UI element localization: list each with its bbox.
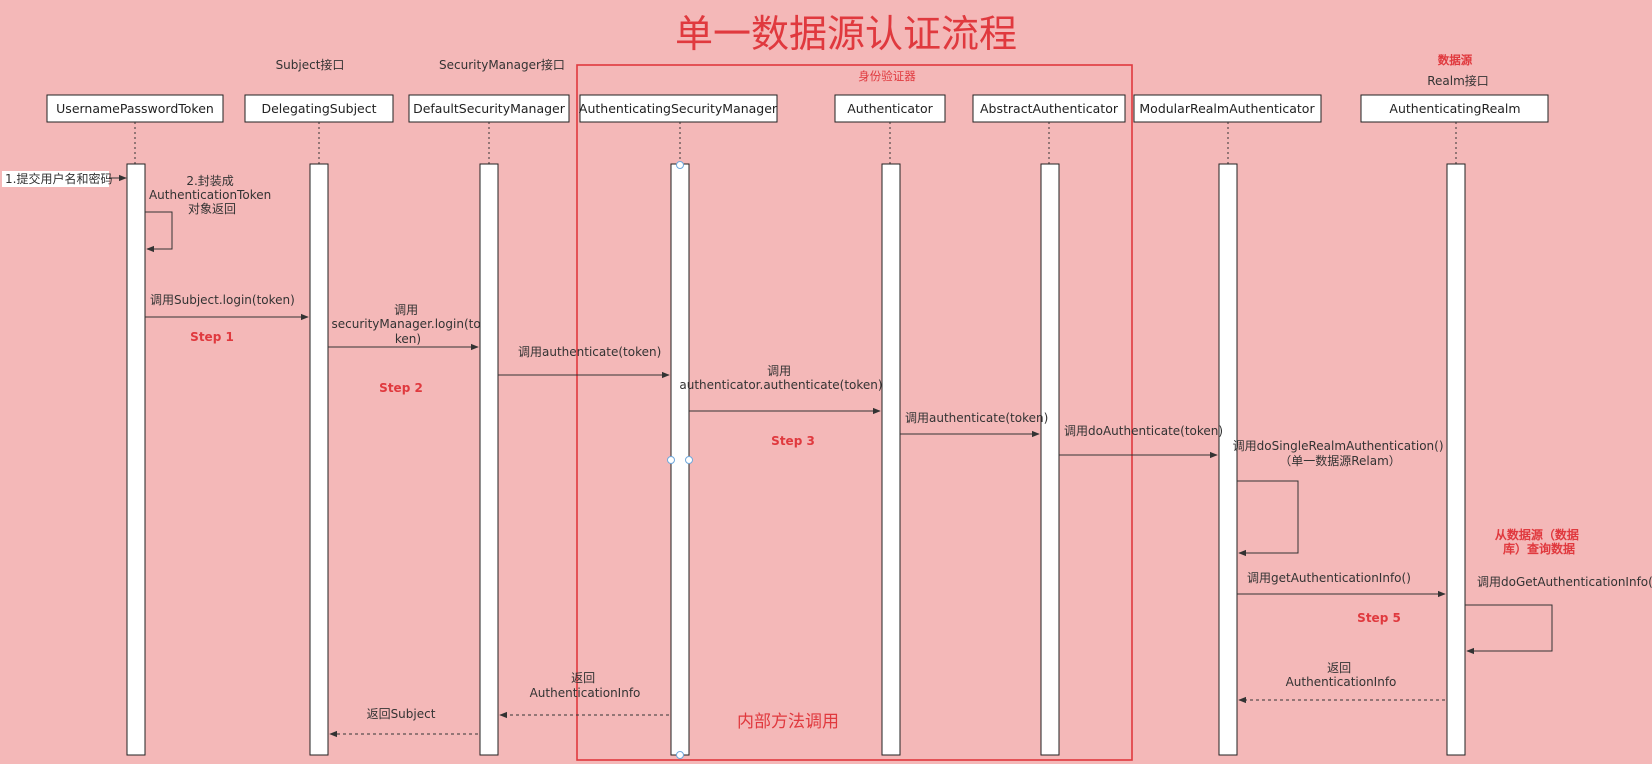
message-label: 返回Subject (367, 707, 436, 721)
stereotype-subject: Subject接口 (276, 57, 345, 72)
message-label: 调用 securityManager.login(to ken) (331, 303, 484, 346)
message-label: 调用authenticate(token) (905, 411, 1048, 425)
selection-handles (667, 161, 693, 759)
step-label: Step 1 (190, 330, 234, 344)
svg-text:AuthenticatingSecurityManager: AuthenticatingSecurityManager (579, 101, 778, 116)
participant-header: AuthenticatingSecurityManager (579, 94, 778, 123)
stereotype-realm: Realm接口 (1427, 73, 1489, 88)
note-label: 从数据源（数据 库）查询数据 (1495, 527, 1583, 556)
message-label: 返回 AuthenticationInfo (1286, 661, 1397, 689)
message-label: 调用Subject.login(token) (150, 293, 295, 307)
step-label: Step 3 (771, 434, 815, 448)
group-frame (576, 64, 1133, 761)
participant-header: DefaultSecurityManager (408, 94, 570, 123)
svg-text:AbstractAuthenticator: AbstractAuthenticator (980, 101, 1119, 116)
svg-text:AuthenticatingRealm: AuthenticatingRealm (1389, 101, 1520, 116)
message-label: 调用doSingleRealmAuthentication() （单一数据源Re… (1233, 439, 1448, 468)
participant-header: AuthenticatingRealm (1360, 94, 1549, 123)
svg-text:DefaultSecurityManager: DefaultSecurityManager (413, 101, 566, 116)
group-label: 身份验证器 (858, 69, 916, 83)
stereotype-security-manager: SecurityManager接口 (439, 57, 565, 72)
participant-header: AbstractAuthenticator (972, 94, 1126, 123)
message-label: 调用doAuthenticate(token) (1064, 424, 1223, 438)
step-label: Step 2 (379, 381, 423, 395)
participant-header: UsernamePasswordToken (46, 94, 224, 123)
svg-text:ModularRealmAuthenticator: ModularRealmAuthenticator (1139, 101, 1315, 116)
message-label: 1.提交用户名和密码 (5, 171, 112, 186)
participant-header: DelegatingSubject (244, 94, 394, 123)
svg-text:UsernamePasswordToken: UsernamePasswordToken (56, 101, 214, 116)
page-title: 单一数据源认证流程 (675, 12, 1017, 56)
message-label: 调用authenticate(token) (518, 345, 661, 359)
lifelines (134, 122, 1457, 164)
svg-text:DelegatingSubject: DelegatingSubject (261, 101, 376, 116)
message-label: 2.封装成 AuthenticationToken 对象返回 (149, 174, 275, 216)
message-label: 返回 AuthenticationInfo (530, 671, 641, 700)
activation-bars (126, 163, 1466, 756)
participant-header: Authenticator (834, 94, 946, 123)
message-label: 调用doGetAuthenticationInfo() (1477, 575, 1652, 589)
svg-text:Authenticator: Authenticator (847, 101, 933, 116)
group-footer: 内部方法调用 (737, 712, 839, 732)
step-label: Step 5 (1357, 611, 1401, 625)
message-label: 调用 authenticator.authenticate(token) (679, 364, 882, 392)
message-label: 调用getAuthenticationInfo() (1247, 571, 1411, 585)
participant-header: ModularRealmAuthenticator (1133, 94, 1322, 123)
self-call-arrow (1465, 604, 1553, 655)
datasource-tag: 数据源 (1438, 53, 1473, 67)
self-call-arrow (145, 211, 173, 253)
self-call-arrow (1237, 480, 1299, 557)
